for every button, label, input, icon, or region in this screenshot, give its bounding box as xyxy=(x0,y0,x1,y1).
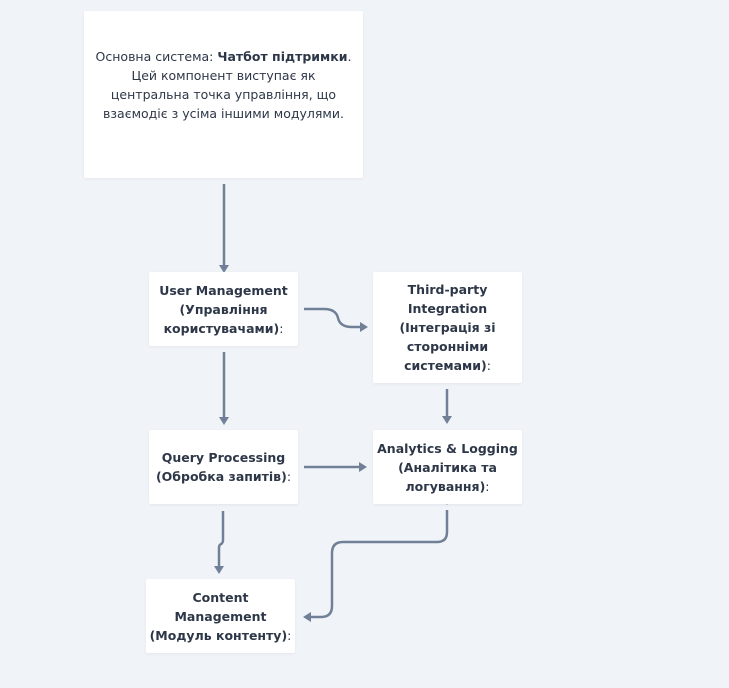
third-party-title2: Integration xyxy=(407,301,488,316)
content-management-title: Content Management xyxy=(174,589,267,624)
user-management-line2: (Управління xyxy=(179,301,268,317)
third-party-line4: сторонніми xyxy=(406,339,489,354)
analytics-title: Analytics & Logging xyxy=(377,440,518,456)
arrowhead xyxy=(303,612,311,622)
arrowhead xyxy=(219,417,229,425)
third-party-text: Third-party Integration (Інтеграція зі с… xyxy=(399,280,495,375)
main-system-description: . Цей компонент виступає як центральна т… xyxy=(103,49,352,121)
content-management-text: Content Management (Модуль контенту): xyxy=(146,588,295,645)
main-system-prefix: Основна система: xyxy=(95,49,218,64)
node-user-management: User Management (Управління користувачам… xyxy=(149,272,298,346)
user-management-suffix: : xyxy=(279,320,284,336)
node-main-system: Основна система: Чатбот підтримки. Цей к… xyxy=(84,11,363,178)
user-management-title: User Management xyxy=(159,282,288,298)
arrowhead xyxy=(219,265,229,273)
main-system-text: Основна система: Чатбот підтримки. Цей к… xyxy=(92,47,355,123)
query-processing-suffix: : xyxy=(286,469,292,484)
edge-user-management-to-third-party xyxy=(304,307,361,329)
query-processing-text: Query Processing (Обробка запитів): xyxy=(156,448,291,486)
node-query-processing: Query Processing (Обробка запитів): xyxy=(149,430,298,504)
third-party-line5: системами) xyxy=(404,358,487,373)
arrowhead xyxy=(360,322,368,332)
node-third-party-integration: Third-party Integration (Інтеграція зі с… xyxy=(373,272,522,383)
query-processing-line2: (Обробка запитів) xyxy=(155,469,287,484)
arrowhead xyxy=(214,566,224,574)
node-analytics-logging: Analytics & Logging (Аналітика та логува… xyxy=(373,430,522,504)
arrowhead xyxy=(359,462,367,472)
third-party-suffix: : xyxy=(486,358,491,373)
user-management-line3: користувачами xyxy=(163,320,274,336)
analytics-line3: логування) xyxy=(405,478,486,494)
main-system-name: Чатбот підтримки xyxy=(217,49,348,64)
analytics-line2: (Аналітика та xyxy=(398,459,497,475)
third-party-title1: Third-party xyxy=(407,282,488,297)
third-party-line3: (Інтеграція зі xyxy=(399,320,496,335)
arrowhead xyxy=(442,416,452,424)
analytics-text: Analytics & Logging (Аналітика та логува… xyxy=(377,439,518,496)
edge-analytics-to-content-management xyxy=(310,510,449,619)
analytics-suffix: : xyxy=(485,478,490,494)
edge-query-processing-to-content-management xyxy=(217,511,225,567)
user-management-text: User Management (Управління користувачам… xyxy=(159,282,288,336)
content-management-suffix: : xyxy=(287,627,292,643)
node-content-management: Content Management (Модуль контенту): xyxy=(146,579,295,653)
content-management-line2: (Модуль контенту) xyxy=(149,627,288,643)
query-processing-title: Query Processing xyxy=(161,450,286,465)
